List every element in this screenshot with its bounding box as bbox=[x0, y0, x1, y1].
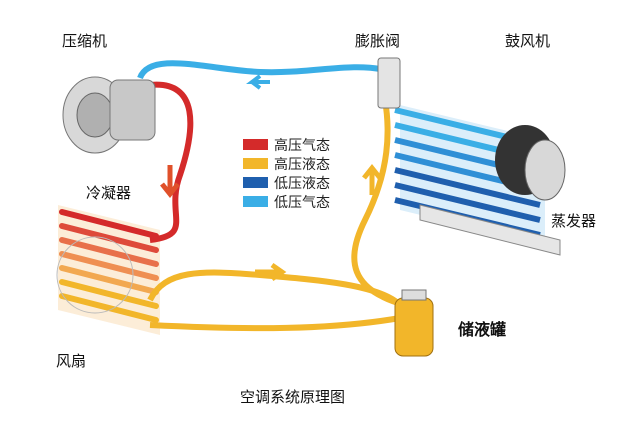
legend-label: 高压气态 bbox=[274, 137, 330, 154]
legend-item: 高压液态 bbox=[243, 154, 330, 173]
fan-shape bbox=[56, 236, 134, 314]
legend-item: 低压液态 bbox=[243, 173, 330, 192]
arrow-right-icon bbox=[255, 262, 287, 282]
arrow-down-icon bbox=[160, 165, 180, 199]
legend-swatch bbox=[243, 196, 268, 207]
diagram-title: 空调系统原理图 bbox=[240, 388, 346, 406]
label-blower: 鼓风机 bbox=[505, 32, 551, 50]
condenser bbox=[58, 205, 160, 335]
legend-swatch bbox=[243, 158, 268, 169]
label-condenser: 冷凝器 bbox=[86, 184, 132, 202]
label-compressor: 压缩机 bbox=[62, 32, 108, 50]
label-fan: 风扇 bbox=[56, 352, 87, 370]
expansion-valve bbox=[377, 57, 401, 109]
compressor bbox=[62, 76, 156, 154]
pipe-high-pressure-gas bbox=[149, 81, 194, 243]
label-evaporator: 蒸发器 bbox=[551, 212, 597, 230]
arrow-left-icon bbox=[246, 74, 270, 90]
pipe-low-pressure-gas bbox=[137, 60, 386, 80]
arrow-up-icon bbox=[362, 163, 382, 195]
legend-label: 低压液态 bbox=[274, 175, 330, 192]
legend: 高压气态 高压液态 低压液态 低压气态 bbox=[243, 135, 330, 211]
label-receiver: 储液罐 bbox=[458, 320, 507, 339]
legend-label: 高压液态 bbox=[274, 156, 330, 173]
legend-label: 低压气态 bbox=[274, 194, 330, 211]
legend-item: 高压气态 bbox=[243, 135, 330, 154]
label-expansion-valve: 膨胀阀 bbox=[355, 32, 401, 50]
legend-item: 低压气态 bbox=[243, 192, 330, 211]
blower bbox=[495, 125, 566, 201]
legend-swatch bbox=[243, 177, 268, 188]
receiver-drier bbox=[394, 289, 434, 357]
legend-swatch bbox=[243, 139, 268, 150]
